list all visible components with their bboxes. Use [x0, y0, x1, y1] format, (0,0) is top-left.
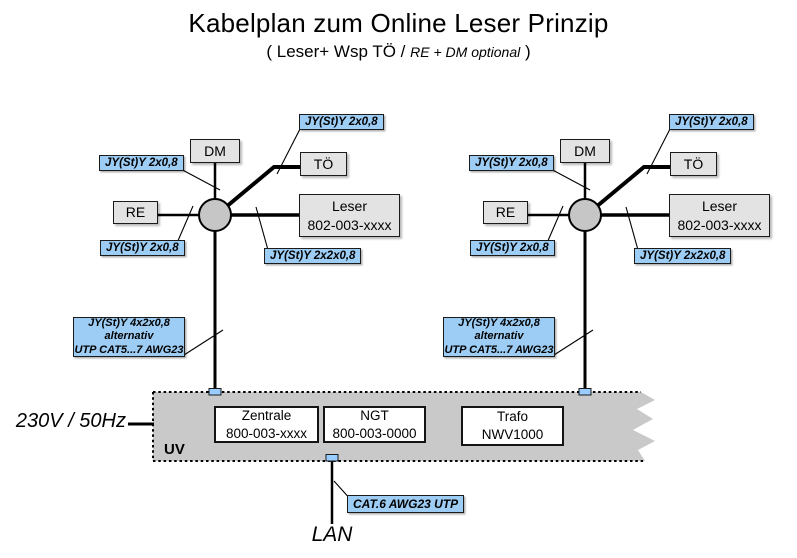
- dm-box: DM: [560, 139, 610, 163]
- lan-cable-label: CAT.6 AWG23 UTP: [347, 495, 465, 513]
- uv-connector: [208, 388, 222, 396]
- hub-circle: [568, 198, 602, 232]
- re-cable-callout-line: [176, 205, 194, 244]
- reader-unit-right-wiring: [528, 128, 671, 396]
- leser-box: Leser 802-003-xxxx: [299, 194, 400, 237]
- zentrale-box: Zentrale 800-003-xxxx: [214, 406, 319, 443]
- cable-label-leser: JY(St)Y 2x2x0,8: [634, 248, 732, 264]
- trafo-id: NWV1000: [481, 427, 544, 442]
- riser-cable-alt: alternativ: [474, 330, 524, 343]
- cable-label-dm: JY(St)Y 2x0,8: [469, 155, 554, 171]
- hub-circle: [198, 198, 232, 232]
- dm-label: DM: [204, 142, 226, 159]
- leser-id: 802-003-xxxx: [677, 216, 762, 233]
- subtitle-prefix: ( Leser+ Wsp TÖ /: [266, 42, 411, 61]
- leser-name: Leser: [331, 197, 368, 214]
- re-box: RE: [113, 201, 158, 224]
- riser-cable-alt: alternativ: [104, 330, 154, 343]
- cable-label-dm: JY(St)Y 2x0,8: [99, 155, 184, 171]
- dm-cable-callout-line: [546, 166, 591, 191]
- zentrale-id: 800-003-xxxx: [225, 425, 308, 441]
- re-label: RE: [495, 204, 516, 221]
- riser-cable-callout-line: [183, 329, 224, 356]
- ngt-box: NGT 800-003-0000: [323, 406, 426, 443]
- re-box: RE: [483, 201, 528, 224]
- lan-connector: [325, 454, 339, 462]
- riser-cable-type: JY(St)Y 4x2x0,8: [88, 317, 170, 330]
- cable-label-toe: JY(St)Y 2x0,8: [299, 114, 384, 130]
- toe-box: TÖ: [300, 152, 347, 176]
- toe-box: TÖ: [670, 152, 717, 176]
- subtitle-optional-note: RE + DM optional: [410, 44, 521, 60]
- ngt-name: NGT: [360, 407, 389, 423]
- riser-cable-type: JY(St)Y 4x2x0,8: [458, 317, 540, 330]
- cable-label-re: JY(St)Y 2x0,8: [470, 240, 555, 256]
- ngt-id: 800-003-0000: [332, 425, 417, 441]
- lan-label: LAN: [311, 523, 353, 546]
- riser-cable-callout-line: [553, 329, 594, 356]
- toe-label: TÖ: [683, 155, 704, 172]
- cable-label-toe: JY(St)Y 2x0,8: [669, 114, 754, 130]
- re-label: RE: [125, 204, 146, 221]
- dm-box: DM: [190, 139, 240, 163]
- riser-cable-utp: UTP CAT5...7 AWG23: [444, 343, 554, 356]
- leser-cable-callout-line: [625, 206, 639, 251]
- dm-cable-callout-line: [176, 166, 221, 191]
- leser-name: Leser: [701, 197, 738, 214]
- toe-label: TÖ: [313, 155, 334, 172]
- reader-unit-right: DM TÖ RE Leser 802-003-xxxx JY(St)Y 2x0,…: [370, 0, 797, 558]
- toe-cable-line: [594, 165, 670, 209]
- trafo-box: Trafo NWV1000: [461, 406, 564, 446]
- cable-label-re: JY(St)Y 2x0,8: [100, 240, 185, 256]
- dm-label: DM: [574, 142, 596, 159]
- leser-cable-callout-line: [255, 206, 269, 251]
- trafo-name: Trafo: [496, 409, 528, 425]
- uv-connector: [578, 388, 592, 396]
- toe-cable-callout-line: [646, 128, 671, 175]
- toe-cable-line: [224, 165, 300, 209]
- power-label: 230V / 50Hz: [15, 410, 126, 432]
- reader-unit-left-wiring: [158, 128, 301, 396]
- toe-cable-callout-line: [276, 128, 301, 175]
- leser-box: Leser 802-003-xxxx: [669, 194, 770, 237]
- re-cable-callout-line: [546, 205, 564, 244]
- leser-id: 802-003-xxxx: [307, 216, 392, 233]
- riser-cable-utp: UTP CAT5...7 AWG23: [74, 343, 184, 356]
- riser-cable-label: JY(St)Y 4x2x0,8 alternativ UTP CAT5...7 …: [443, 317, 555, 357]
- cable-label-leser: JY(St)Y 2x2x0,8: [264, 248, 362, 264]
- riser-cable-label: JY(St)Y 4x2x0,8 alternativ UTP CAT5...7 …: [73, 317, 185, 357]
- page-title: Kabelplan zum Online Leser Prinzip: [188, 8, 609, 38]
- page-subtitle: ( Leser+ Wsp TÖ / RE + DM optional ): [0, 42, 797, 62]
- subtitle-suffix: ): [520, 42, 531, 61]
- uv-panel-label: UV: [164, 441, 185, 458]
- zentrale-name: Zentrale: [241, 407, 292, 423]
